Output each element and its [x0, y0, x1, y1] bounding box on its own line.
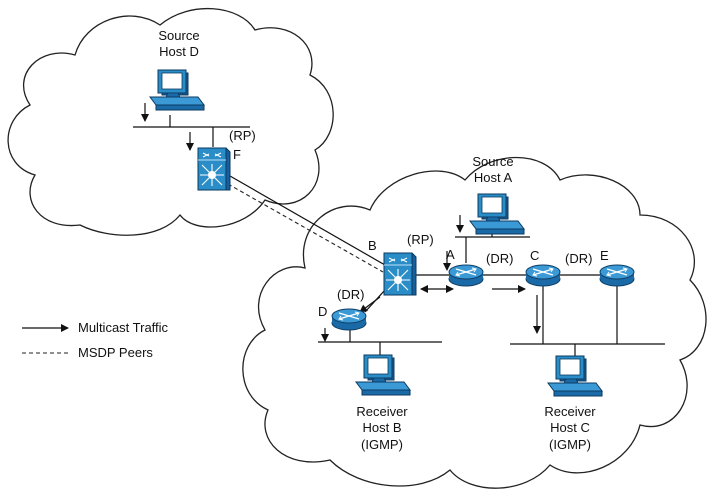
label-receiver-host-b-line2: Host B — [362, 420, 401, 435]
label-router-d: D — [318, 304, 327, 319]
legend-multicast-label: Multicast Traffic — [78, 320, 169, 335]
router-icon-d — [331, 308, 367, 331]
label-dr-d: (DR) — [337, 287, 364, 302]
label-source-host-d-line1: Source — [158, 28, 199, 43]
link-f-b — [229, 175, 386, 266]
router-icon-c — [525, 264, 561, 287]
router-icon-e — [599, 264, 635, 287]
label-receiver-host-b-line3: (IGMP) — [361, 437, 403, 452]
label-dr-a: (DR) — [486, 251, 513, 266]
label-router-f: F — [233, 147, 241, 162]
legend-msdp-label: MSDP Peers — [78, 345, 153, 360]
label-receiver-host-b-line1: Receiver — [356, 404, 408, 419]
label-rp-b: (RP) — [407, 232, 434, 247]
domain-cloud-bottom-right — [242, 156, 707, 489]
label-source-host-a-line1: Source — [472, 154, 513, 169]
label-source-host-d-line2: Host D — [159, 44, 199, 59]
label-dr-c: (DR) — [565, 251, 592, 266]
label-router-c: C — [530, 248, 539, 263]
label-router-a: A — [446, 247, 455, 262]
label-receiver-host-c-line1: Receiver — [544, 404, 596, 419]
router-icon-a — [448, 264, 484, 287]
msdp-peer-f-b — [227, 183, 384, 273]
multicast-arrow-b-d — [359, 296, 381, 313]
label-receiver-host-c-line2: Host C — [550, 420, 590, 435]
label-router-e: E — [600, 248, 609, 263]
label-source-host-a-line2: Host A — [474, 170, 513, 185]
label-receiver-host-c-line3: (IGMP) — [549, 437, 591, 452]
label-rp-f: (RP) — [229, 128, 256, 143]
multilayer-switch-icon-f — [197, 147, 231, 191]
label-router-b: B — [368, 238, 377, 253]
domain-cloud-top-left — [7, 7, 334, 236]
multilayer-switch-icon-b — [383, 252, 417, 296]
legend: Multicast Traffic MSDP Peers — [22, 320, 169, 360]
